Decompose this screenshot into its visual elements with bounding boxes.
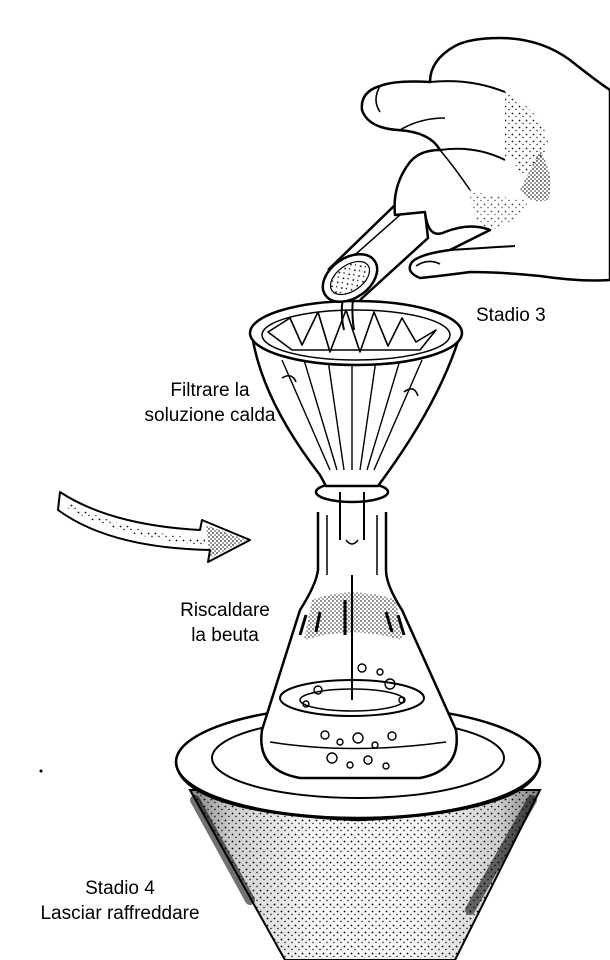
heat-instruction-line-2: la beuta <box>150 623 300 648</box>
heat-instruction-line-1: Riscaldare <box>150 598 300 623</box>
filter-instruction-label: Filtrare la soluzione calda <box>110 378 310 428</box>
heat-instruction-label: Riscaldare la beuta <box>150 598 300 648</box>
stage-3-text: Stadio 3 <box>476 303 546 328</box>
stage-4-label: Stadio 4 Lasciar raffreddare <box>10 876 230 926</box>
heat-arrow <box>58 492 250 562</box>
stage-4-title: Stadio 4 <box>10 876 230 901</box>
filter-instruction-line-1: Filtrare la <box>110 378 310 403</box>
tilted-beaker <box>314 201 428 311</box>
stage-4-instruction: Lasciar raffreddare <box>10 901 230 926</box>
stage-3-label: Stadio 3 <box>476 303 546 328</box>
filter-instruction-line-2: soluzione calda <box>110 403 310 428</box>
stray-dot <box>40 770 43 773</box>
